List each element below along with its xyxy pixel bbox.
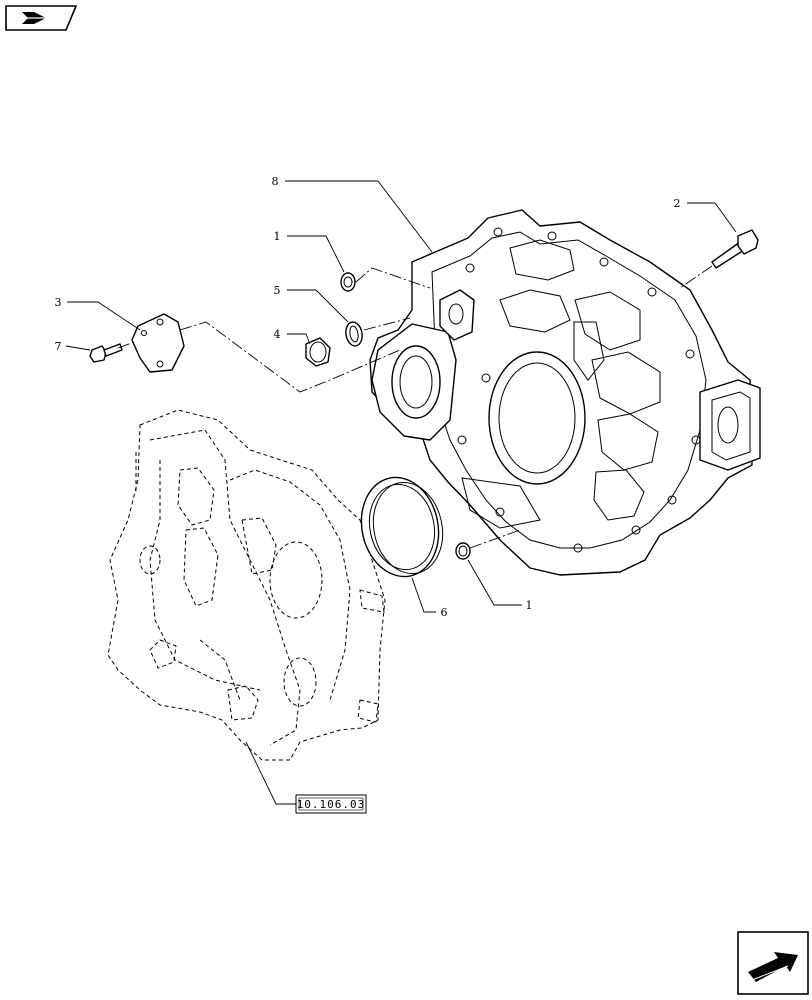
callout-1-upper: 1: [274, 230, 281, 243]
cover-plate-part: [131, 313, 185, 373]
callout-1-lower: 1: [526, 599, 533, 612]
book-tab-icon[interactable]: [5, 5, 78, 31]
bushing-part-upper: [340, 272, 356, 292]
callout-8: 8: [272, 175, 279, 188]
callout-labels: 8 2 1 5 4 3 7 6 1: [55, 175, 681, 619]
callout-5: 5: [274, 284, 281, 297]
callout-7: 7: [55, 340, 62, 353]
o-ring-part: [345, 321, 363, 347]
callout-6: 6: [441, 606, 448, 619]
bushing-part-lower: [455, 542, 471, 560]
leader-lines: [65, 180, 737, 805]
reference-link[interactable]: 10.106.03: [295, 794, 367, 814]
callout-4: 4: [274, 328, 281, 341]
plug-part: [305, 337, 331, 367]
callout-2: 2: [674, 197, 681, 210]
cap-screw-part: [711, 229, 759, 269]
reference-label: 10.106.03: [297, 798, 366, 811]
flywheel-housing: [369, 209, 761, 576]
next-page-arrow-icon[interactable]: [737, 931, 809, 995]
reference-housing-ghost: [107, 409, 386, 761]
small-bolt-part: [89, 343, 123, 363]
seal-ring-part: [360, 476, 444, 578]
callout-3: 3: [55, 296, 62, 309]
assembly-centerlines: [117, 265, 713, 549]
